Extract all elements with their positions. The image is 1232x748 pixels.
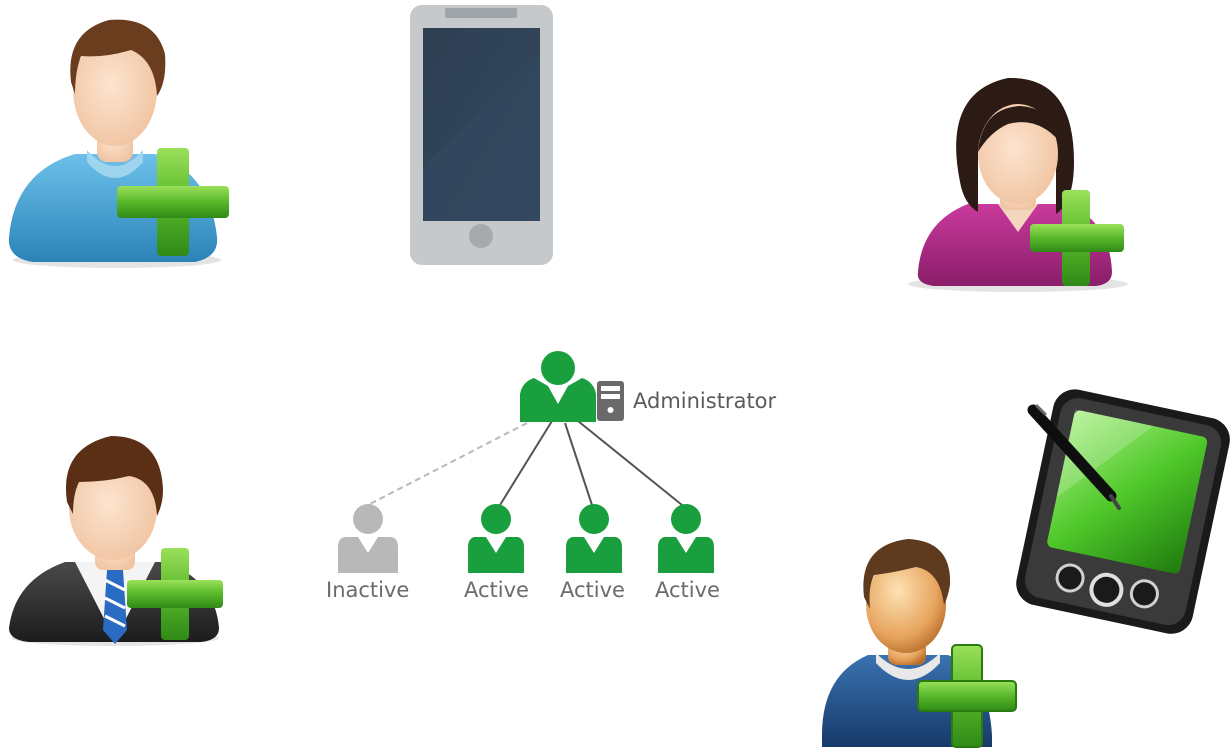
add-user-businessman-icon (5, 430, 225, 650)
inactive-label: Inactive (326, 578, 410, 602)
server-icon (597, 381, 624, 421)
pda-stylus-icon (1015, 389, 1232, 634)
active-label-2: Active (560, 578, 625, 602)
administrator-user-icon (520, 348, 596, 422)
active-user-icon-2 (566, 503, 622, 575)
active-user-icon-3 (658, 503, 714, 575)
active-connector-2 (564, 422, 593, 506)
user-hierarchy-diagram: Administrator Inactive Active Active Act… (320, 345, 800, 615)
inactive-user-icon (338, 503, 398, 575)
hierarchy-connectors (367, 420, 683, 506)
inactive-connector (367, 422, 528, 506)
active-user-icon-1 (468, 503, 524, 575)
administrator-label: Administrator (633, 389, 777, 413)
smartphone-icon (410, 5, 554, 267)
add-user-man-blue-shirt-icon (5, 12, 235, 272)
active-connector-1 (499, 420, 553, 506)
active-connector-3 (577, 420, 683, 506)
add-user-man-3d-icon (818, 535, 1028, 748)
active-label-3: Active (655, 578, 720, 602)
active-label-1: Active (464, 578, 529, 602)
add-user-woman-icon (898, 72, 1148, 297)
